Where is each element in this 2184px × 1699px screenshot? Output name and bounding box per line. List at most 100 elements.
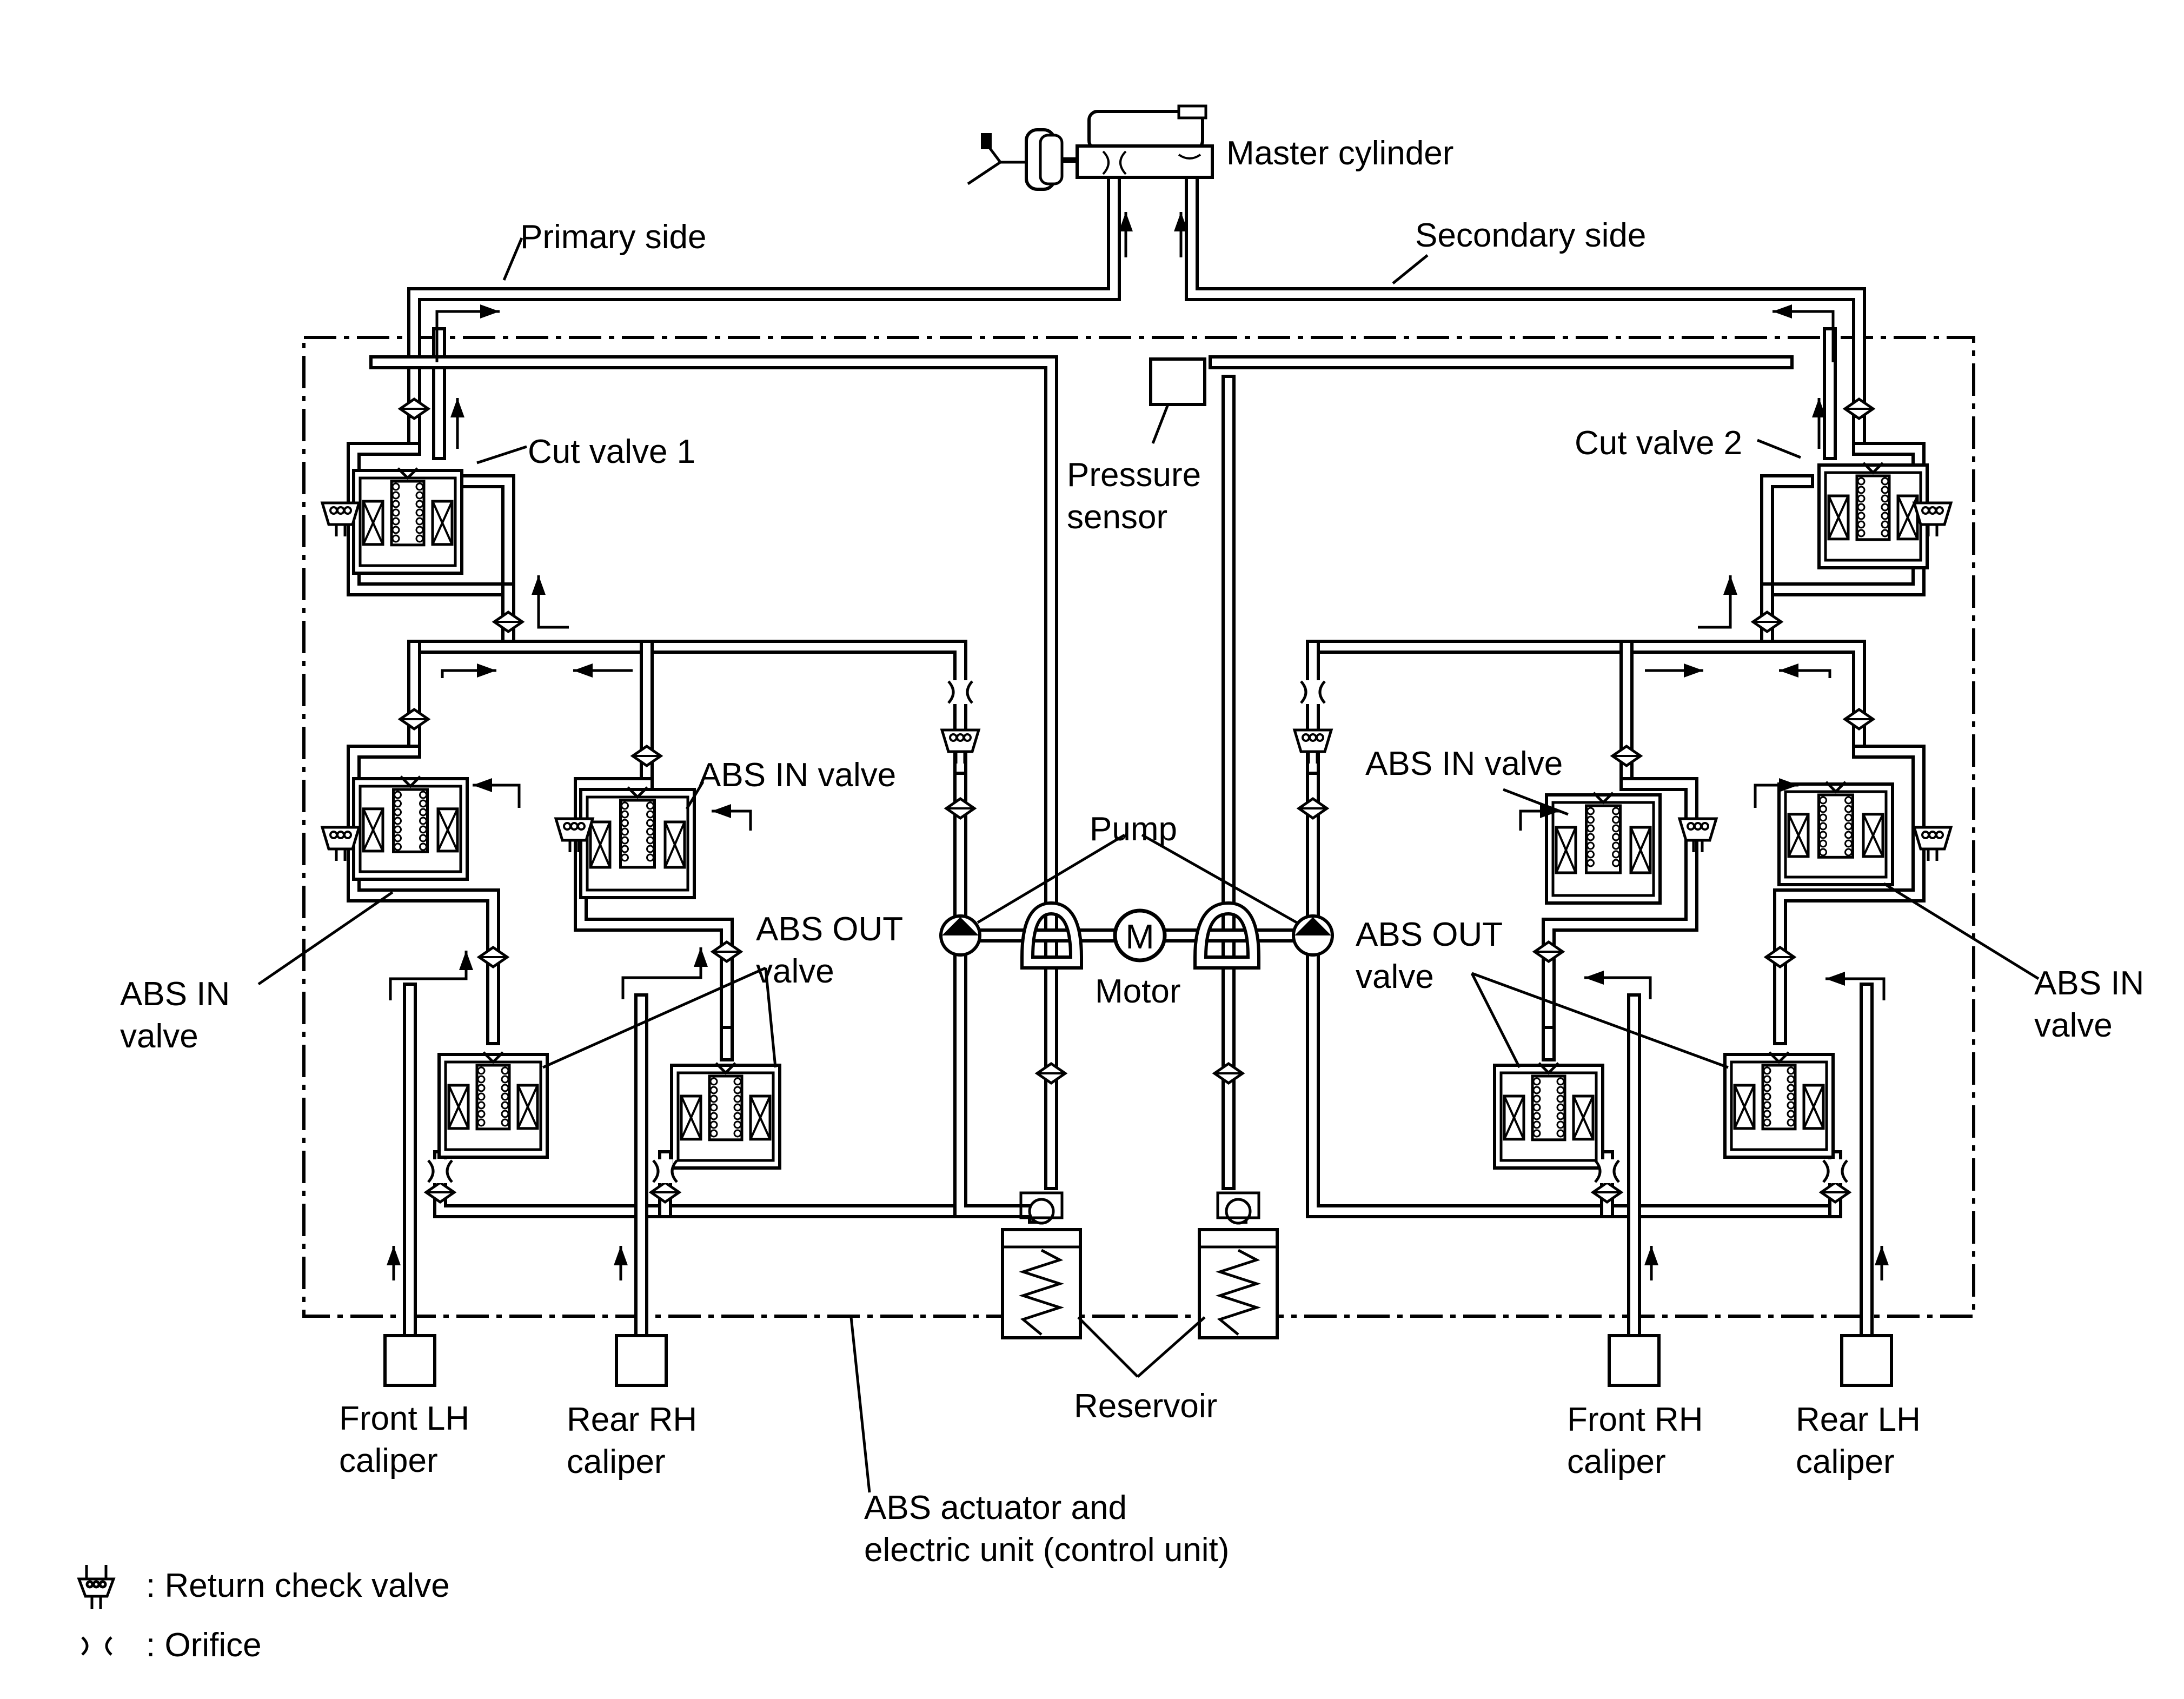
cut-valve-1 (352, 467, 463, 575)
return-check-valve (940, 728, 981, 764)
coil (1862, 813, 1884, 858)
spring-coil (1763, 1118, 1771, 1127)
spring-coil (391, 491, 400, 500)
primary-side-label: Primary side (520, 218, 707, 256)
abs-out-valve-front-left (437, 1051, 549, 1159)
pipe-inner (957, 775, 1039, 1220)
spring-coil (1819, 822, 1827, 831)
return-check-valve (1912, 501, 1953, 536)
spring-coil (394, 825, 402, 834)
spring-coil (419, 799, 427, 808)
spring-coil (1586, 841, 1595, 850)
return-check-valve (1292, 728, 1333, 764)
abs-in-valve-rear-right (579, 786, 696, 899)
orifice-gap (658, 1159, 673, 1183)
pipe-inner (410, 643, 964, 772)
spring-coil (419, 817, 427, 825)
rear-rh-caliper-label: Rear RH caliper (567, 1401, 698, 1481)
spring-coil (709, 1086, 718, 1094)
spring-coil (394, 799, 402, 808)
orifice-right (671, 1159, 678, 1183)
flow-arrow-head (477, 663, 496, 678)
rcv-ball (1935, 831, 1944, 839)
rcv-ball (963, 733, 972, 742)
flow-arrow-shaft (1773, 310, 1835, 362)
pipe-outer (1306, 640, 1866, 759)
abs-in-valve-label-left-inner: ABS IN valve (699, 756, 897, 794)
spring-coil (419, 808, 427, 817)
coil (1503, 1094, 1525, 1141)
caliper-box (1608, 1334, 1661, 1387)
spring-coil (1819, 796, 1827, 805)
coil-cross (1862, 813, 1884, 857)
spring-coil (415, 508, 424, 517)
coil (362, 807, 384, 853)
orifice-gap (433, 1159, 448, 1183)
flow-arrow-head (387, 1246, 401, 1265)
spring-coil (1819, 813, 1827, 822)
spring-coil (1787, 1084, 1795, 1092)
valve-seat (1862, 462, 1884, 475)
spring-coil (501, 1092, 509, 1101)
return-check-valve (554, 817, 595, 852)
spring-coil (1844, 822, 1853, 831)
cut-valve-2-label: Cut valve 2 (1575, 424, 1743, 462)
spring-coil (419, 825, 427, 834)
spring-coil (1844, 805, 1853, 813)
spring-coil (415, 500, 424, 508)
spring-coil (1763, 1075, 1771, 1084)
spring-coil (1844, 848, 1853, 857)
leader-line (1077, 1316, 1139, 1378)
spring-coil (621, 801, 629, 810)
reservoir-spring (1018, 1249, 1065, 1336)
coil-cross (437, 808, 459, 852)
spring-coil (709, 1094, 718, 1103)
abs-in-valve-label-right-outer: ABS IN valve (2034, 965, 2145, 1044)
flow-arrow-head (1119, 212, 1133, 231)
spring-coil (1857, 529, 1866, 537)
valve-seat (1825, 781, 1847, 794)
spring-coil (1857, 512, 1866, 520)
pipe-inner (350, 445, 512, 593)
coil (516, 1084, 539, 1130)
pump-triangle (942, 917, 979, 935)
leader-line (1392, 254, 1429, 284)
leader-line (849, 1317, 871, 1493)
leader-line (977, 833, 1126, 924)
rcv-ball (1316, 733, 1324, 742)
valve-seat (1592, 792, 1614, 805)
flow-arrow-shaft (435, 310, 500, 362)
spring-coil (1556, 1112, 1565, 1120)
master-cylinder-body (1076, 144, 1214, 179)
spring-coil (1532, 1094, 1541, 1103)
spring-coil (1556, 1120, 1565, 1129)
orifice-left (427, 1159, 435, 1183)
rcv-ball (343, 506, 352, 515)
leader-line (685, 781, 705, 810)
coil-cross (664, 821, 686, 868)
leader-line (1503, 788, 1569, 816)
spring-coil (621, 810, 629, 819)
plunger (1585, 804, 1622, 874)
spring-coil (1612, 833, 1620, 841)
flow-arrow-shaft (537, 575, 569, 629)
spring-coil (1763, 1066, 1771, 1075)
spring-coil (1787, 1075, 1795, 1084)
pump-triangle (1295, 917, 1331, 935)
return-check-valve (1677, 817, 1718, 852)
spring-coil (1881, 486, 1889, 494)
valve-seat (397, 467, 419, 480)
spring-coil (477, 1084, 486, 1092)
spring-coil (646, 827, 654, 836)
leader-line (1470, 972, 1521, 1068)
orifice-left (947, 680, 955, 704)
spring-coil (415, 534, 424, 543)
pressure-sensor-label: Pressure sensor (1067, 456, 1201, 536)
spring-coil (419, 834, 427, 842)
spring-coil (1532, 1120, 1541, 1129)
caliper-box (1840, 1334, 1893, 1387)
reservoir-spring (1215, 1249, 1262, 1336)
abs-in-valve-front-right (1545, 792, 1662, 905)
valve-seat (627, 786, 648, 799)
coil-cross (1572, 1096, 1594, 1140)
